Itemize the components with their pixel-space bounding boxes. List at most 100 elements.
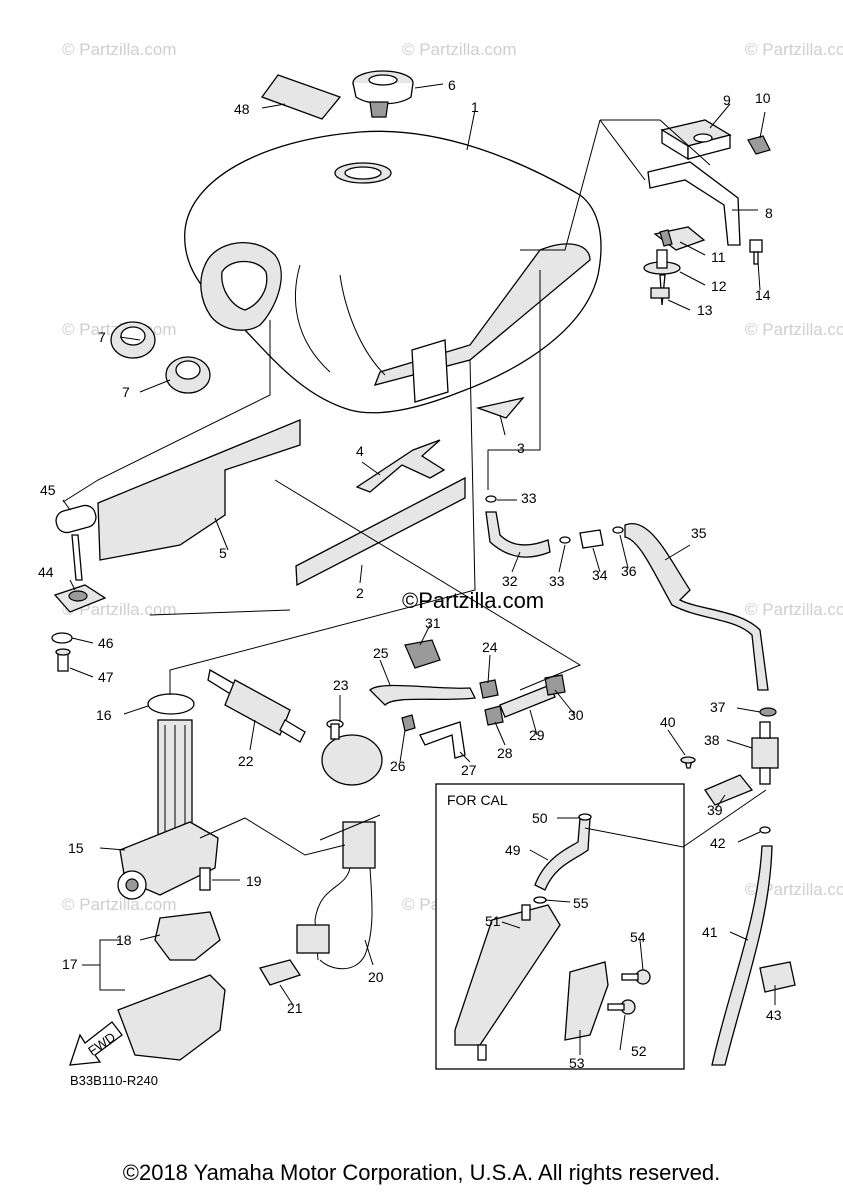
clamp-24 xyxy=(479,679,499,699)
o-ring-45 xyxy=(55,504,97,534)
clamp-50 xyxy=(578,813,592,821)
callout-52: 52 xyxy=(631,1043,647,1059)
callout-31: 31 xyxy=(425,615,441,631)
hose-32 xyxy=(485,511,551,558)
callout-33-upper: 33 xyxy=(521,490,537,506)
callout-47: 47 xyxy=(98,669,114,685)
callout-55: 55 xyxy=(573,895,589,911)
joint-34 xyxy=(579,529,604,549)
callout-50: 50 xyxy=(532,810,548,826)
grommet-7-upper xyxy=(110,321,156,359)
fuel-pump-23 xyxy=(321,719,383,786)
hose-35 xyxy=(624,522,769,691)
clamp-28 xyxy=(484,705,504,726)
callout-5: 5 xyxy=(219,545,227,561)
hose-29 xyxy=(499,684,556,718)
callout-36: 36 xyxy=(621,563,637,579)
pad-4 xyxy=(355,439,446,493)
callout-labels: 1 2 3 4 5 6 7 7 8 9 10 11 12 13 14 15 16… xyxy=(38,77,782,1071)
clamp-55 xyxy=(533,896,547,904)
callout-11: 11 xyxy=(711,249,726,265)
callout-49: 49 xyxy=(505,842,521,858)
pad-3 xyxy=(475,396,525,419)
callout-25: 25 xyxy=(373,645,389,661)
callout-26: 26 xyxy=(390,758,406,774)
callout-15: 15 xyxy=(68,840,84,856)
callout-28: 28 xyxy=(497,745,513,761)
callout-22: 22 xyxy=(238,753,254,769)
callout-20: 20 xyxy=(368,969,384,985)
clamp-39 xyxy=(704,774,754,806)
watermark: © Partzilla.com xyxy=(402,40,517,59)
pad-2 xyxy=(295,476,466,587)
clamp-31 xyxy=(404,639,441,669)
callout-13: 13 xyxy=(697,302,713,318)
callout-37: 37 xyxy=(710,699,726,715)
watermark: © Partzilla.com xyxy=(62,895,177,914)
bolt-52 xyxy=(607,999,636,1015)
callout-29: 29 xyxy=(529,727,545,743)
callout-43: 43 xyxy=(766,1007,782,1023)
callout-1: 1 xyxy=(471,99,479,115)
pad-5 xyxy=(97,419,301,561)
clamp-36 xyxy=(612,526,624,534)
clip-21 xyxy=(259,959,302,986)
hose-25 xyxy=(369,684,476,706)
callout-4: 4 xyxy=(356,443,364,459)
screw-19 xyxy=(199,867,211,891)
cover-17 xyxy=(117,974,226,1061)
fwd-arrow-icon: FWD xyxy=(69,1021,123,1066)
gasket-16 xyxy=(147,693,195,715)
callout-38: 38 xyxy=(704,732,720,748)
screw-40 xyxy=(680,756,696,769)
callout-53: 53 xyxy=(569,1055,585,1071)
callout-44: 44 xyxy=(38,564,54,580)
callout-33-lower: 33 xyxy=(549,573,565,589)
callout-48: 48 xyxy=(234,101,250,117)
callout-12: 12 xyxy=(711,278,727,294)
bolt-54 xyxy=(621,969,651,985)
clamp-43 xyxy=(759,961,796,993)
callout-2: 2 xyxy=(356,585,364,601)
center-watermark: ©Partzilla.com xyxy=(402,588,544,613)
hose-41 xyxy=(711,845,773,1066)
tank-cap xyxy=(352,70,414,118)
screw-47 xyxy=(55,648,71,672)
callout-30: 30 xyxy=(568,707,584,723)
leader-lines xyxy=(62,83,776,1055)
callout-51: 51 xyxy=(485,913,501,929)
washer-46 xyxy=(51,632,73,644)
callout-42: 42 xyxy=(710,835,726,851)
callout-7-lower: 7 xyxy=(122,384,130,400)
watermark: © Partzilla.com xyxy=(745,320,843,339)
callout-45: 45 xyxy=(40,482,56,498)
callout-8: 8 xyxy=(765,205,773,221)
clamp-37 xyxy=(759,707,777,717)
callout-3: 3 xyxy=(517,440,525,456)
callout-17: 17 xyxy=(62,956,78,972)
grommet-7-lower xyxy=(165,356,211,394)
clamp-33-upper xyxy=(485,495,497,503)
callout-35: 35 xyxy=(691,525,707,541)
fuel-pump-15 xyxy=(117,719,219,900)
valve-38 xyxy=(751,721,779,785)
callout-40: 40 xyxy=(660,714,676,730)
clamp-33-lower xyxy=(559,536,571,544)
tank-label-48 xyxy=(260,74,342,120)
callout-39: 39 xyxy=(707,802,723,818)
fuel-filter-22 xyxy=(207,668,306,743)
bracket-assembly xyxy=(643,119,771,306)
callout-24: 24 xyxy=(482,639,498,655)
clamp-26 xyxy=(401,714,416,732)
watermark: © Partzilla.com xyxy=(745,40,843,59)
watermark: © Partzilla.com xyxy=(745,600,843,619)
watermark: © Partzilla.com xyxy=(62,40,177,59)
cover-18 xyxy=(154,911,221,961)
callout-21: 21 xyxy=(287,1000,303,1016)
callout-41: 41 xyxy=(702,924,718,940)
pipe-27 xyxy=(419,721,466,759)
figure-code: B33B110-R240 xyxy=(70,1073,158,1088)
callout-34: 34 xyxy=(592,567,608,583)
fuel-sender-44 xyxy=(53,534,107,613)
callout-10: 10 xyxy=(755,90,771,106)
